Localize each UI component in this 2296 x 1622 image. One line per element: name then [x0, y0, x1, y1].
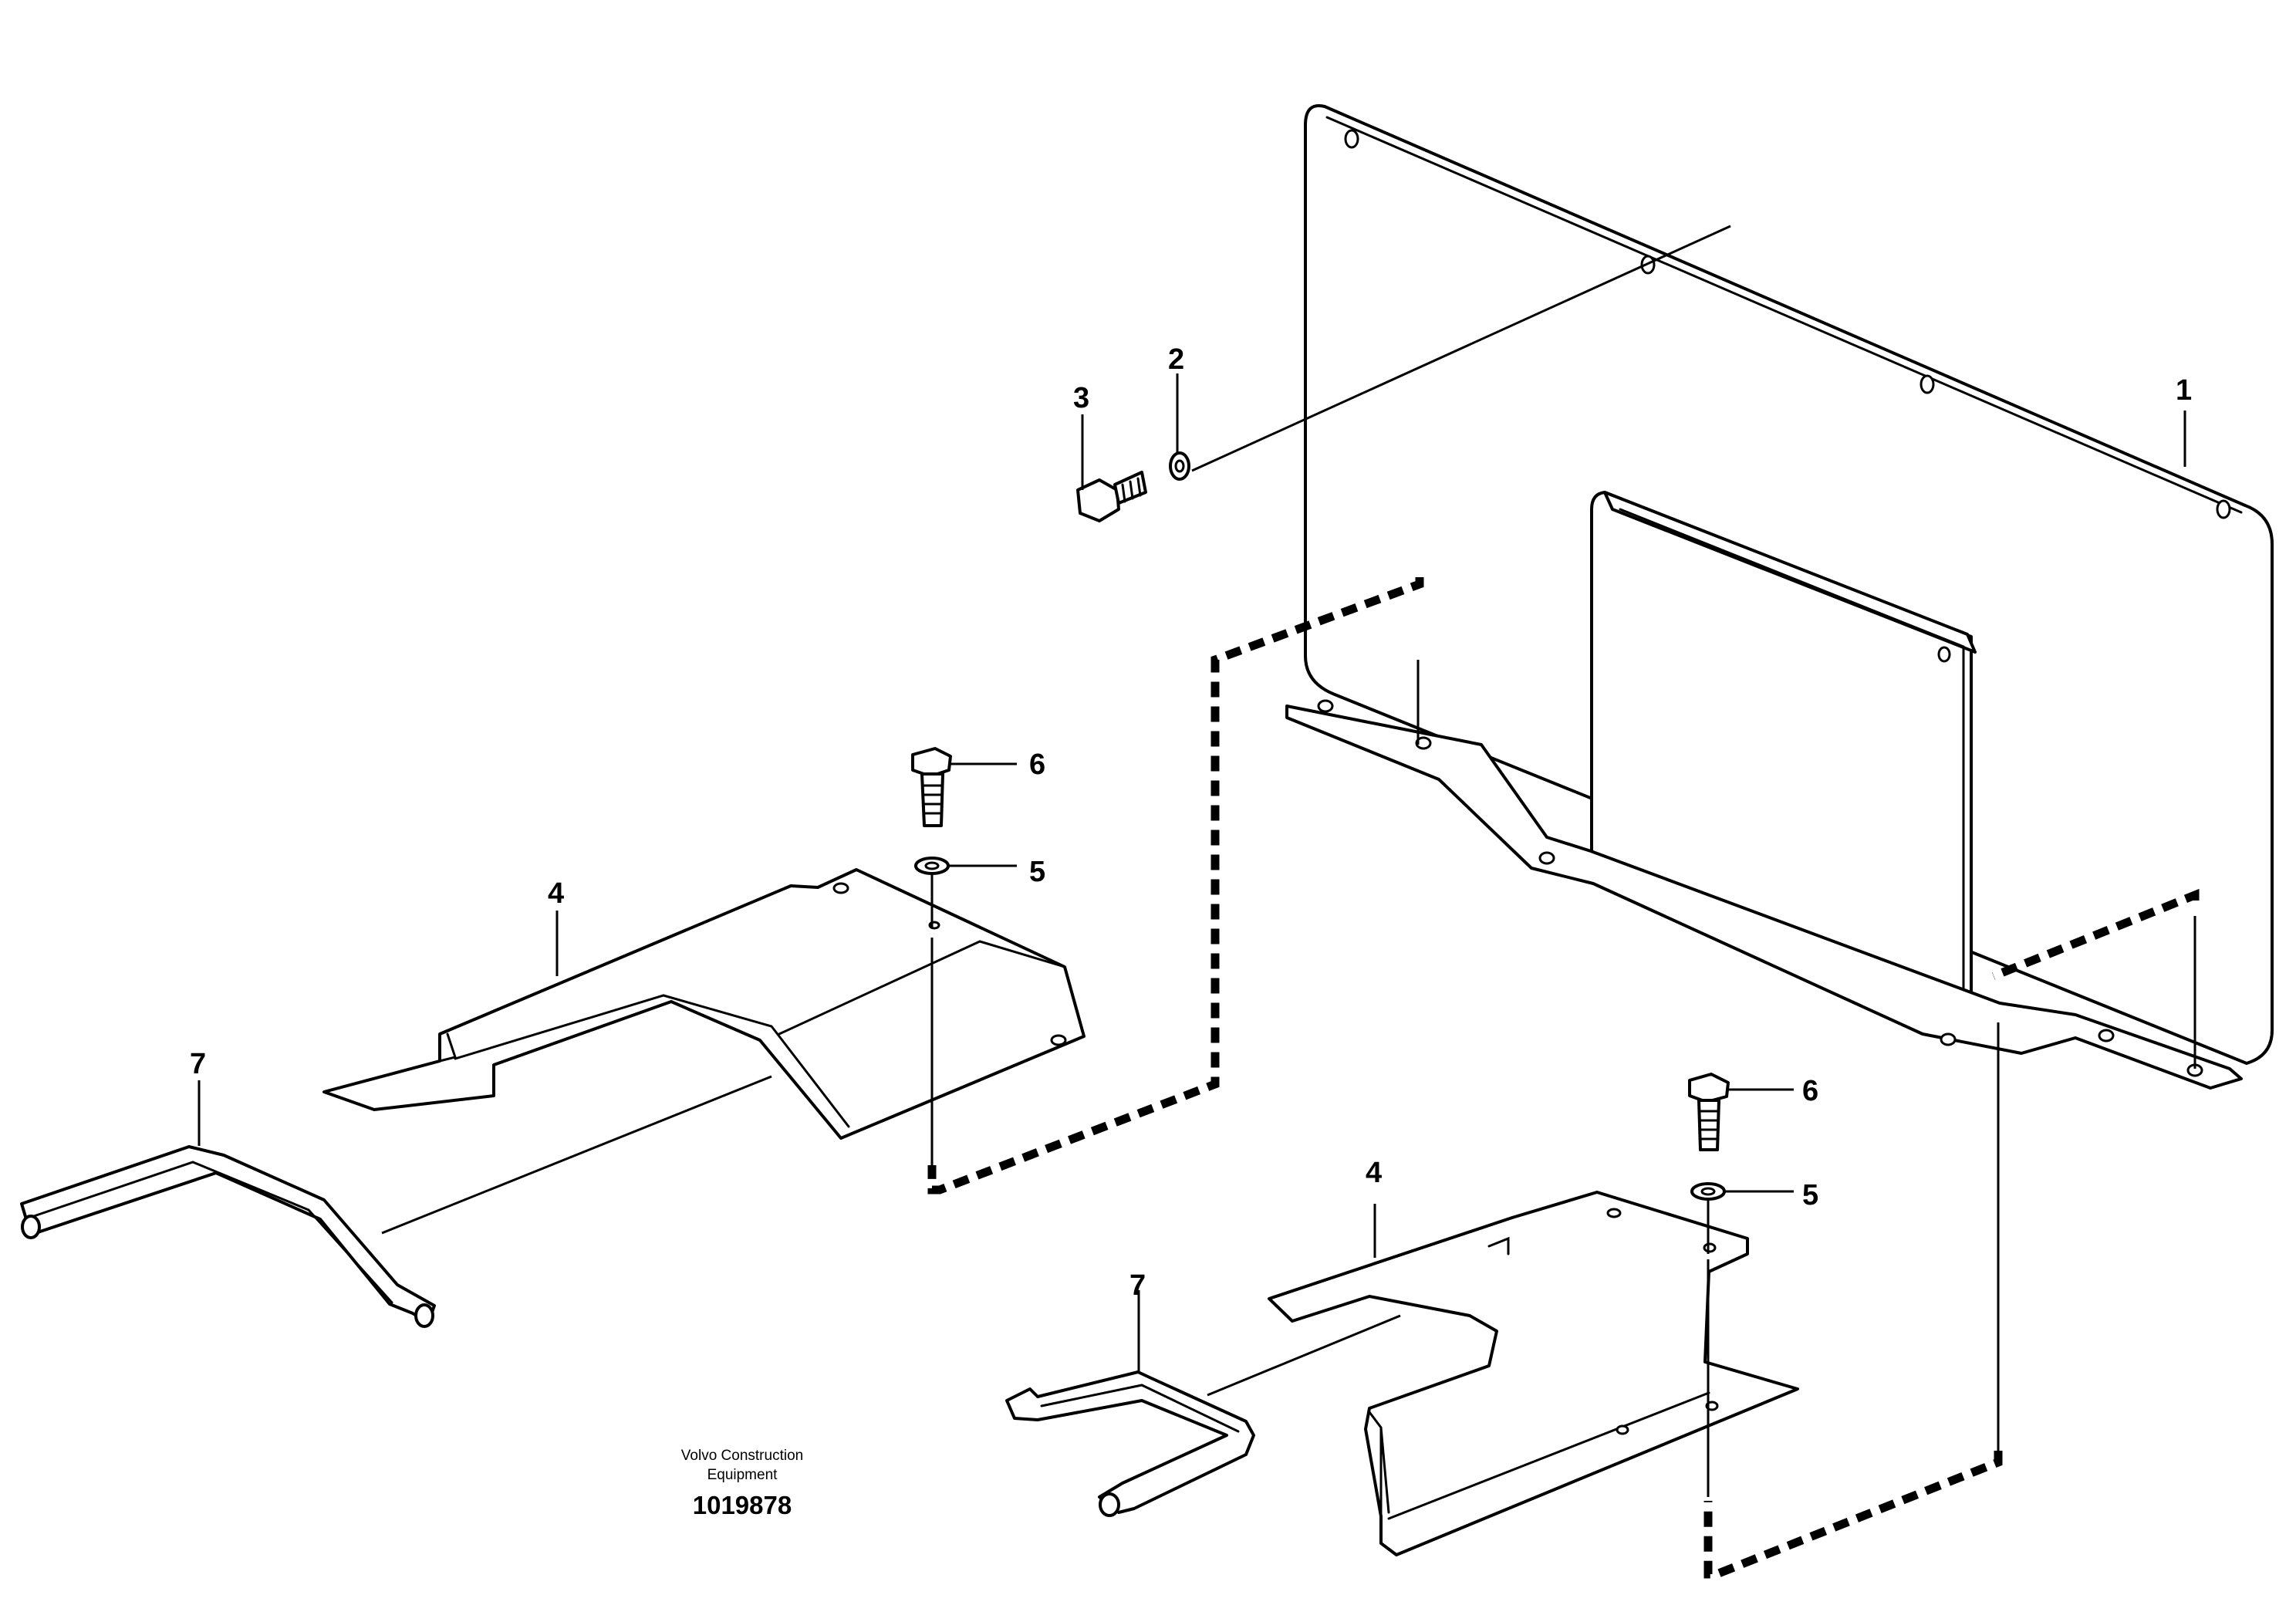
company-name-line2: Equipment	[707, 1467, 778, 1483]
company-name-line1: Volvo Construction	[681, 1448, 803, 1464]
plate-hole	[2216, 499, 2231, 519]
part-7-clip-lower	[1005, 1314, 1401, 1517]
callout-7-left: 7	[190, 1048, 206, 1080]
callout-6-lower: 6	[1802, 1075, 1818, 1107]
callout-leaders	[198, 373, 2186, 1372]
plate-hole	[1920, 374, 1935, 394]
callout-1: 1	[2176, 374, 2192, 407]
part-3-bolt-top	[1076, 225, 1731, 522]
callout-3: 3	[1073, 382, 1089, 414]
plate-hole	[1344, 129, 1359, 149]
part-5-washer-lower	[1690, 1182, 1726, 1201]
callout-2: 2	[1168, 343, 1184, 376]
part-4-bracket-upper	[322, 868, 1086, 1140]
callout-4-lower: 4	[1366, 1157, 1382, 1189]
callout-5-upper: 5	[1029, 856, 1045, 888]
part-7-clip-left	[20, 1075, 772, 1328]
drawing-number: 1019878	[693, 1491, 792, 1519]
assembly-lines	[930, 660, 2196, 1497]
part-4-bracket-lower	[1268, 1191, 1799, 1556]
callout-5-lower: 5	[1802, 1179, 1818, 1211]
part-6-bolt-lower	[1688, 1073, 1730, 1151]
part-5-washer-upper	[914, 857, 950, 875]
part-1-plate	[1285, 104, 2274, 1090]
callout-6-upper: 6	[1029, 748, 1045, 781]
callout-4-upper: 4	[548, 877, 564, 910]
phantom-outlines	[927, 577, 2200, 1579]
callout-7-lower: 7	[1129, 1269, 1146, 1302]
part-6-bolt-upper	[911, 747, 952, 827]
part-2-washer-top	[1169, 451, 1190, 481]
